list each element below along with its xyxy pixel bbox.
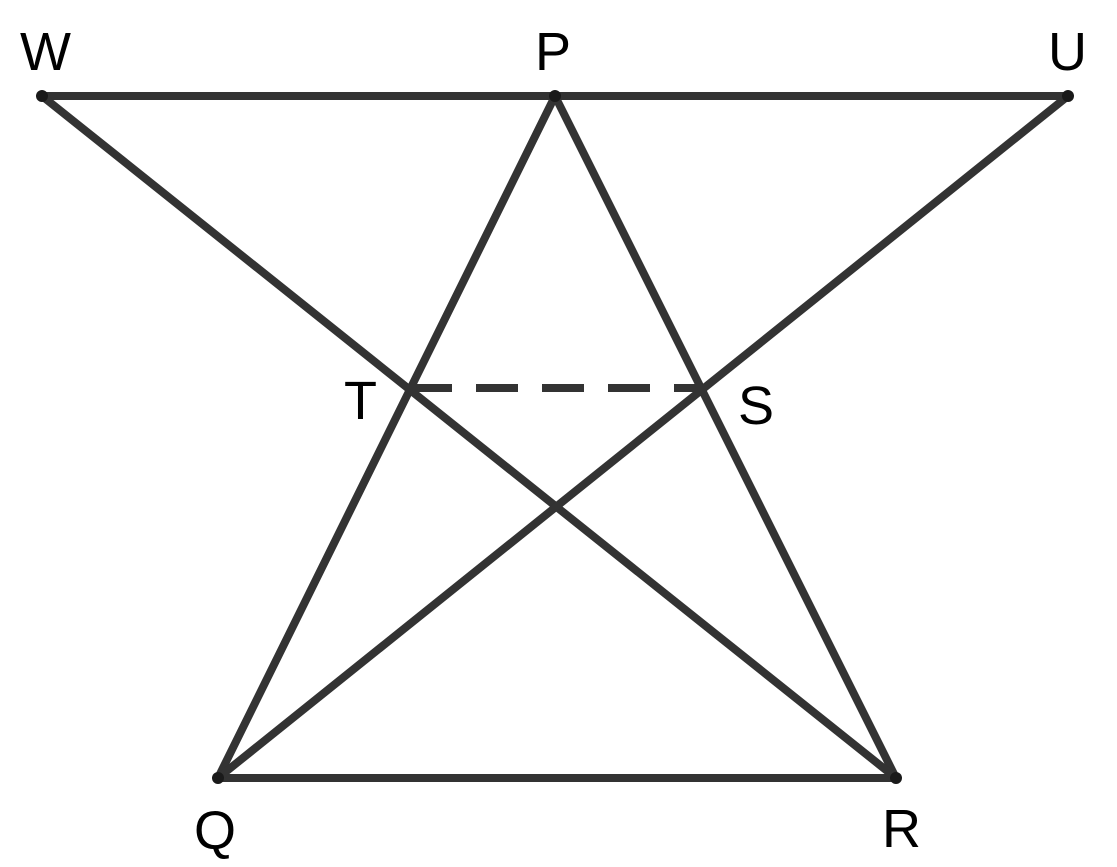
- vertex-dots-group: [36, 90, 1074, 784]
- vertex-dot-Q: [212, 772, 224, 784]
- vertex-dot-P: [549, 90, 561, 102]
- vertex-dot-U: [1062, 90, 1074, 102]
- vertex-label-R: R: [882, 799, 921, 859]
- vertex-label-P: P: [535, 22, 571, 82]
- vertex-label-U: U: [1048, 22, 1087, 82]
- segment-UQ: [214, 92, 1072, 782]
- segments-group: [38, 92, 1072, 782]
- segment-WR: [38, 92, 900, 782]
- vertex-labels-group: W P U T S Q R: [20, 22, 1087, 861]
- vertex-label-Q: Q: [194, 801, 236, 861]
- segment-PQ: [214, 92, 559, 782]
- vertex-dot-W: [36, 90, 48, 102]
- vertex-label-T: T: [344, 371, 377, 431]
- vertex-label-S: S: [738, 376, 774, 436]
- segment-PR: [551, 92, 900, 782]
- vertex-label-W: W: [20, 22, 71, 82]
- vertex-dot-R: [890, 772, 902, 784]
